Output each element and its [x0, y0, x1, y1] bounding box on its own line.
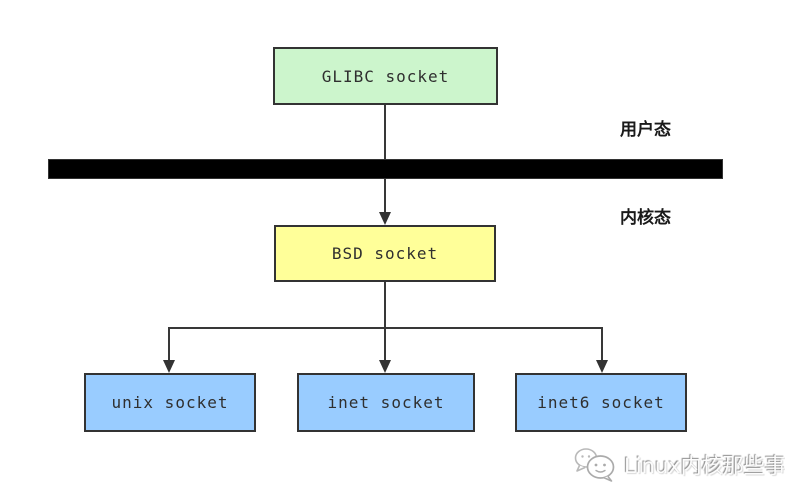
edge-to-unix-line	[168, 327, 170, 361]
node-glibc-socket-label: GLIBC socket	[321, 66, 450, 86]
arrowhead-to-unix	[163, 360, 175, 373]
user-kernel-separator-bar	[48, 159, 723, 179]
node-inet-socket-label: inet socket	[327, 393, 445, 412]
kernel-mode-label: 内核态	[620, 208, 671, 228]
edge-to-inet6-line	[601, 327, 603, 361]
watermark-text: Linux内核那些事	[624, 454, 785, 478]
arrowhead-to-inet6	[596, 360, 608, 373]
node-inet-socket: inet socket	[297, 373, 475, 432]
node-bsd-socket-label: BSD socket	[331, 244, 439, 263]
node-unix-socket-label: unix socket	[111, 393, 229, 412]
node-glibc-socket: GLIBC socket	[273, 47, 498, 105]
node-inet6-socket: inet6 socket	[515, 373, 687, 432]
edge-bsd-trunk-line	[384, 282, 386, 328]
arrowhead-to-inet	[379, 360, 391, 373]
node-inet6-socket-label: inet6 socket	[537, 393, 665, 412]
wechat-logo-icon	[574, 448, 615, 482]
node-bsd-socket: BSD socket	[274, 225, 496, 282]
user-mode-label: 用户态	[620, 120, 671, 140]
arrowhead-to-bsd	[379, 212, 391, 225]
edge-to-inet-line	[384, 327, 386, 361]
node-unix-socket: unix socket	[84, 373, 256, 432]
watermark: Linux内核那些事	[573, 446, 785, 484]
